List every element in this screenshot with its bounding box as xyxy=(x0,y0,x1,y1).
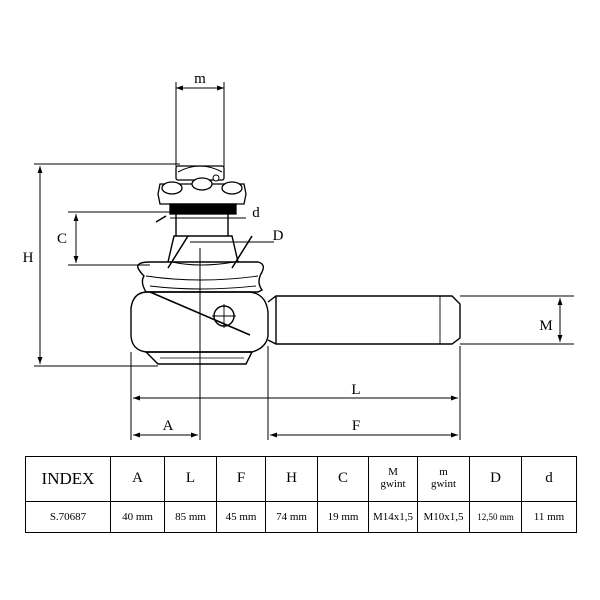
dim-label-C: C xyxy=(57,231,67,247)
value-M-gwint: M14x1,5 xyxy=(368,501,418,533)
header-main: H xyxy=(286,470,297,487)
header-index: INDEX xyxy=(25,456,111,502)
value-L: 85 mm xyxy=(164,501,217,533)
dim-label-F: F xyxy=(352,418,360,434)
header-main: F xyxy=(236,470,246,487)
header-main: A xyxy=(132,470,143,487)
header-main: M xyxy=(388,466,398,479)
header-m-gwint: m gwint xyxy=(417,456,470,502)
value-m-gwint: M10x1,5 xyxy=(417,501,470,533)
value-A: 40 mm xyxy=(110,501,165,533)
header-H: H xyxy=(265,456,318,502)
header-D: D xyxy=(469,456,522,502)
header-F: F xyxy=(216,456,266,502)
technical-drawing: m H C d D M L A F xyxy=(23,71,574,440)
header-A: A xyxy=(110,456,165,502)
dim-label-H: H xyxy=(23,250,34,266)
section-lines xyxy=(149,215,253,336)
value-F: 45 mm xyxy=(216,501,266,533)
header-d: d xyxy=(521,456,577,502)
header-main: m xyxy=(439,466,448,479)
dim-label-m: m xyxy=(194,71,206,87)
dim-label-A: A xyxy=(163,418,174,434)
header-sub: gwint xyxy=(430,478,457,490)
header-M-gwint: M gwint xyxy=(368,456,418,502)
header-main: D xyxy=(490,470,501,487)
value-C: 19 mm xyxy=(317,501,369,533)
value-H: 74 mm xyxy=(265,501,318,533)
castle-nut xyxy=(157,165,247,215)
ball-joint-body xyxy=(130,211,461,365)
dim-label-d: d xyxy=(252,205,260,221)
dim-label-M: M xyxy=(539,318,552,334)
value-D: 12,50 mm xyxy=(469,501,522,533)
spec-header-row: INDEX A L F H C M gwint m gwint D d xyxy=(25,456,577,502)
value-index: S.70687 xyxy=(25,501,111,533)
header-L: L xyxy=(164,456,217,502)
dim-label-L: L xyxy=(351,382,360,398)
header-main: d xyxy=(545,470,553,487)
spec-value-row: S.70687 40 mm 85 mm 45 mm 74 mm 19 mm M1… xyxy=(25,501,577,533)
dim-label-D: D xyxy=(273,228,284,244)
header-C: C xyxy=(317,456,369,502)
value-d: 11 mm xyxy=(521,501,577,533)
header-sub: gwint xyxy=(380,478,406,490)
header-main: L xyxy=(185,470,196,487)
spec-table: INDEX A L F H C M gwint m gwint D d S.70… xyxy=(25,456,577,533)
header-main: C xyxy=(337,470,348,487)
header-main: INDEX xyxy=(41,469,95,489)
dimension-lines xyxy=(34,82,574,440)
